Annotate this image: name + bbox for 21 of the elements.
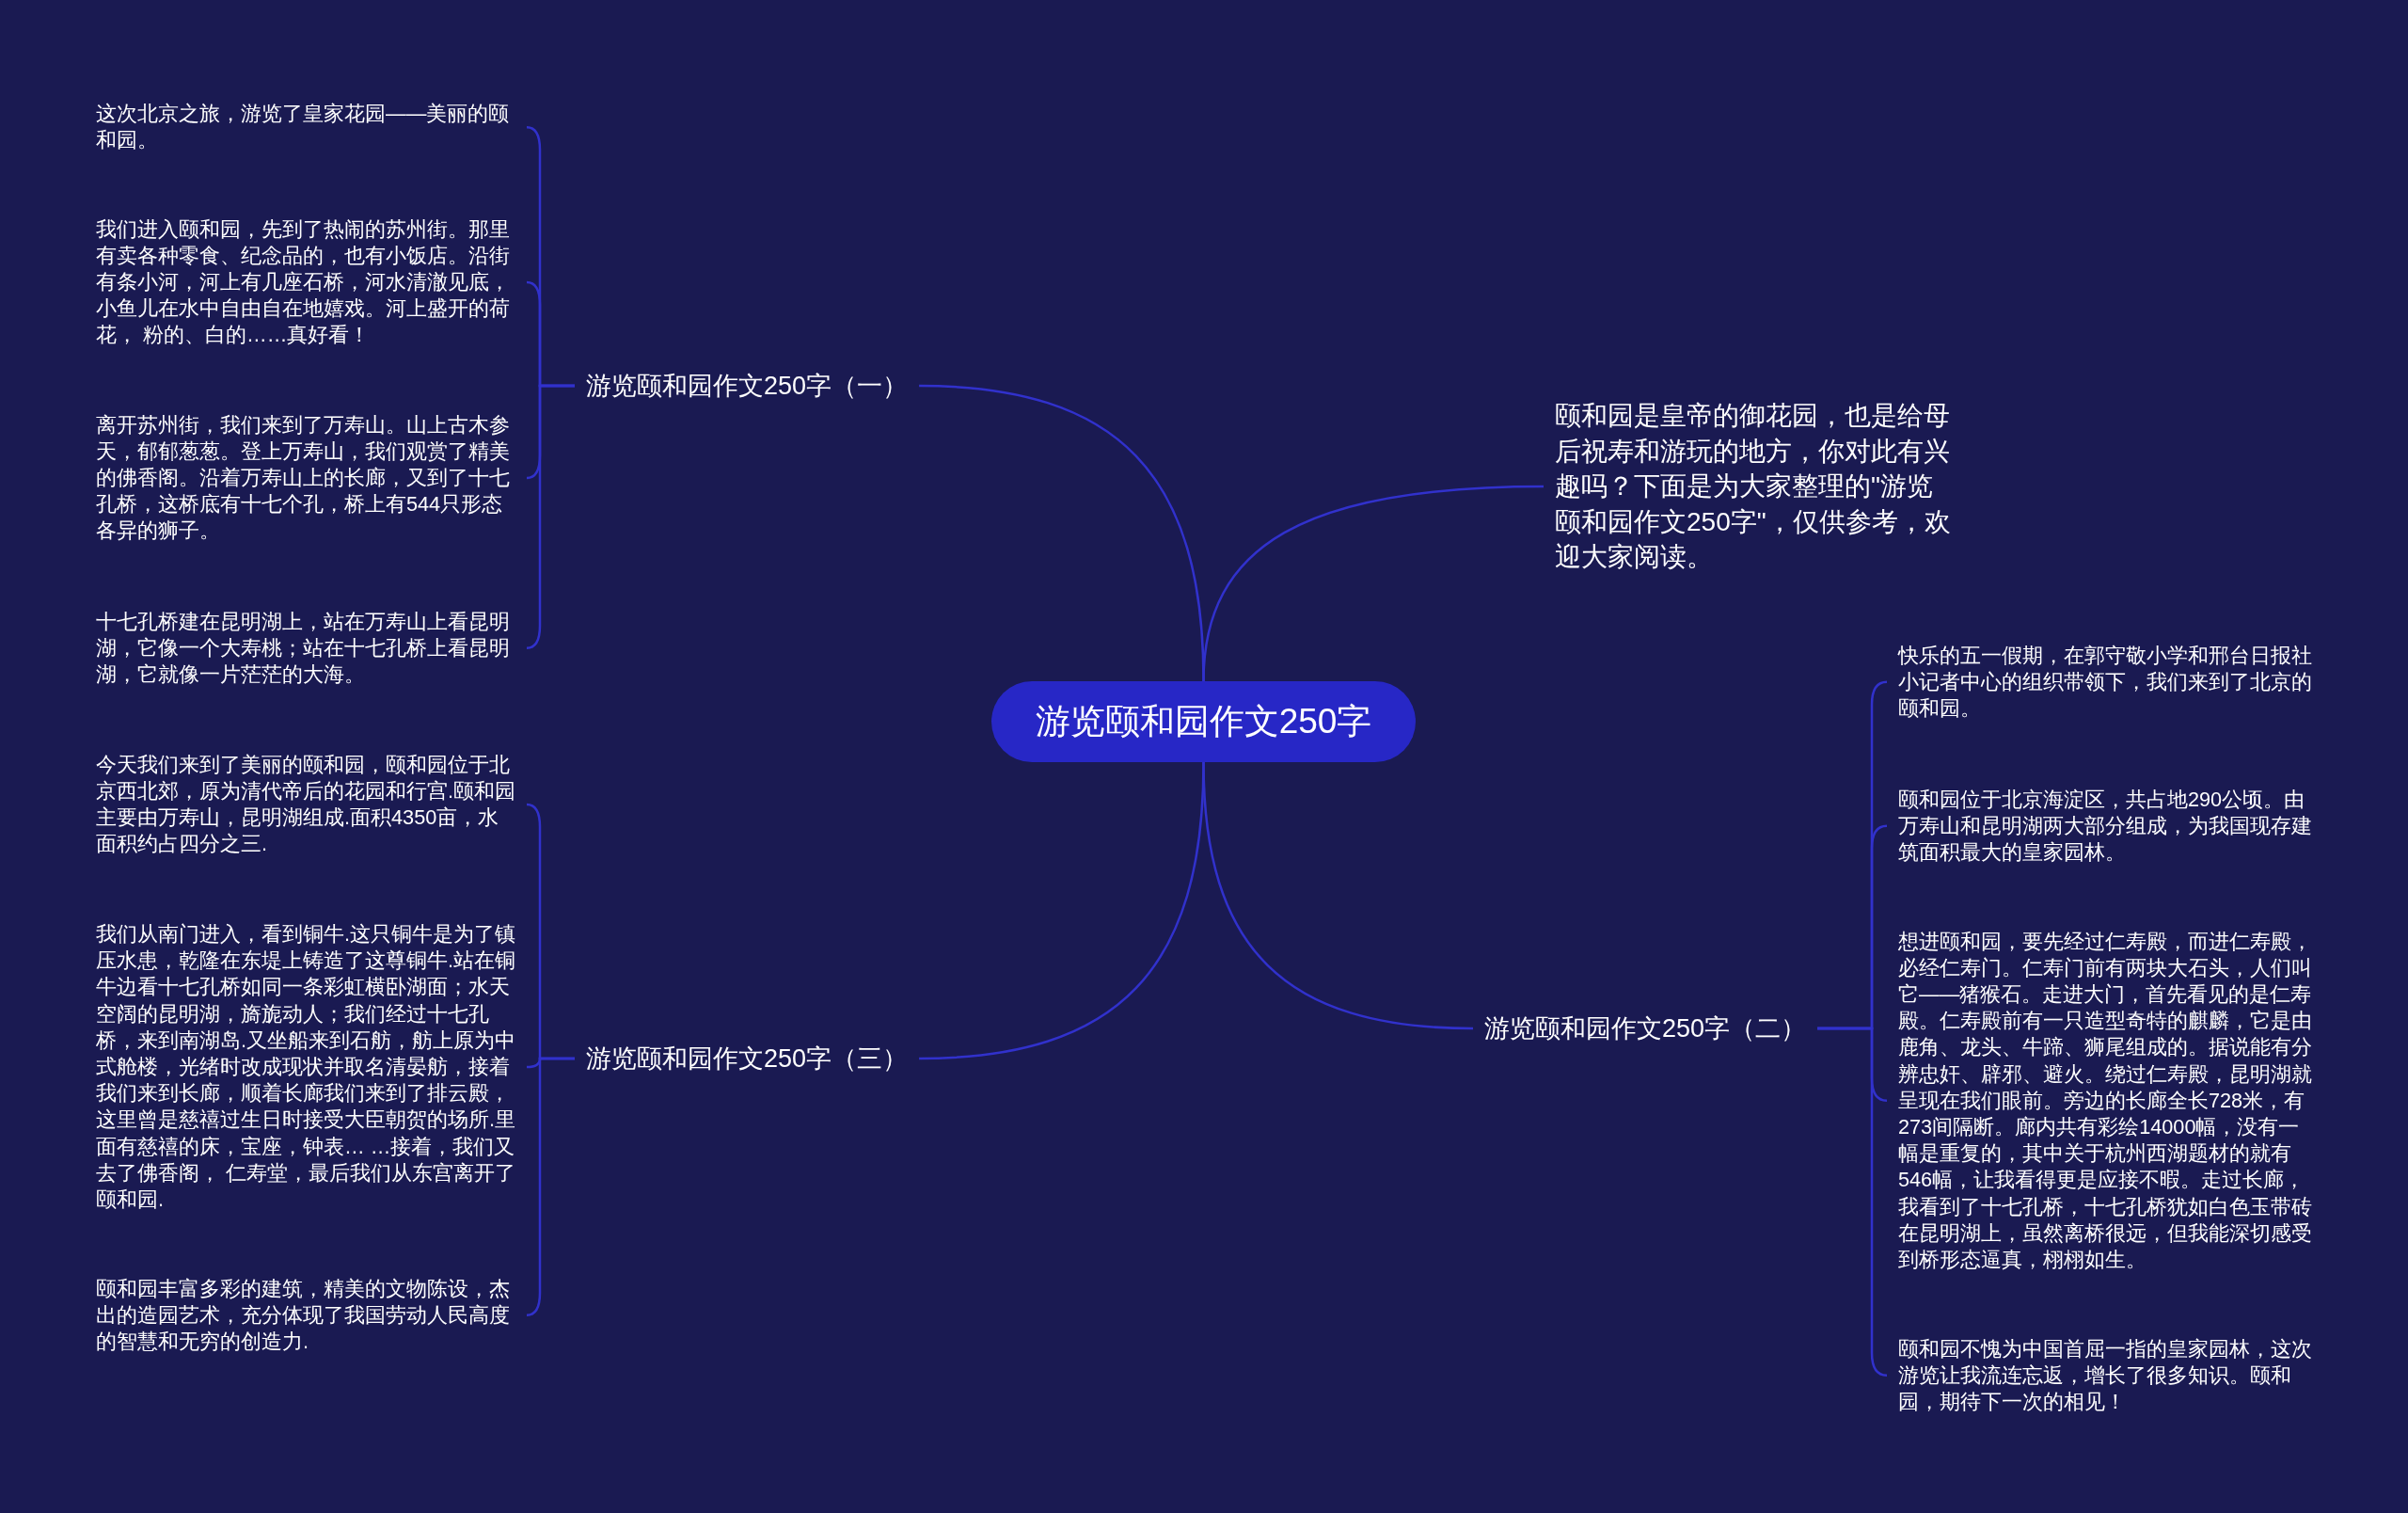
paragraph-text: 想进颐和园，要先经过仁寿殿，而进仁寿殿，必经仁寿门。仁寿门前有两块大石头，人们叫它——猪猴石。走进大门，首先看见的是仁寿殿。仁寿殿前有一只造型奇特的麒麟，它是由鹿角、龙头、牛蹄、狮尾组成的。据说能有分辨忠奸、辟邪、避火。绕过仁寿殿，昆明湖就呈现在我们眼前。旁边的长廊全长728米，有273间隔断。廊内共有彩绘14000幅，没有一幅是重复的，其中关于杭州西湖题材的就有546幅，让我看得更是应接不暇。走过长廊，我看到了十七孔桥，十七孔桥犹如白色玉带砖在昆明湖上，虽然离桥很远，但我能深切感受到桥形态逼真，栩栩如生。 (1887, 928, 2329, 1274)
connector-line (1817, 1027, 1888, 1378)
paragraph-text: 这次北京之旅，游览了皇家花园——美丽的颐和园。 (85, 101, 527, 154)
connector-line (526, 384, 575, 650)
paragraph-text: 离开苏州街，我们来到了万寿山。山上古木参天，郁郁葱葱。登上万寿山，我们观赏了精美的佛香阁。沿着万寿山上的长廊，又到了十七孔桥，这桥底有十七个孔，桥上有544只形态各异的狮子。 (85, 411, 527, 545)
connector-line (526, 1057, 575, 1317)
paragraph-text: 快乐的五一假期，在郭守敬小学和邢台日报社小记者中心的组织带领下，我们来到了北京的颐和园。 (1887, 642, 2329, 723)
paragraph-text: 今天我们来到了美丽的颐和园，颐和园位于北京西北郊，原为清代帝后的花园和行宫.颐和园主要由万寿山，昆明湖组成.面积4350亩，水面积约占四分之三. (85, 751, 527, 858)
paragraph-text: 颐和园不愧为中国首屈一指的皇家园林，这次游览让我流连忘返，增长了很多知识。颐和园，期待下一次的相见！ (1887, 1335, 2329, 1416)
paragraph-text: 我们进入颐和园，先到了热闹的苏州街。那里有卖各种零食、纪念品的，也有小饭店。沿街有条小河，河上有几座石桥，河水清澈见底，小鱼儿在水中自由自在地嬉戏。河上盛开的荷花， 粉的、白的……真好看！ (85, 215, 527, 349)
connector-line (1202, 485, 1545, 682)
paragraph-text: 我们从南门进入，看到铜牛.这只铜牛是为了镇压水患，乾隆在东堤上铸造了这尊铜牛.站在铜牛边看十七孔桥如同一条彩虹横卧湖面；水天空阔的昆明湖，旖旎动人；我们经过十七孔桥，来到南湖岛.又坐船来到石舫，舫上原为中式舱楼，光绪时改成现状并取名清晏舫，接着我们来到长廊，顺着长廊我们来到了排云殿，这里曾是慈禧过生日时接受大臣朝贺的场所.里面有慈禧的床，宝座，钟表… …接着，我们又去了佛香阁， 仁寿堂，最后我们从东宫离开了颐和园. (85, 921, 527, 1214)
intro-paragraph: 颐和园是皇帝的御花园，也是给母后祝寿和游玩的地方，你对此有兴趣吗？下面是为大家整理的"游览颐和园作文250字"，仅供参考，欢迎大家阅读。 (1544, 398, 1961, 575)
paragraph-text: 颐和园位于北京海淀区，共占地290公顷。由万寿山和昆明湖两大部分组成，为我国现存建筑面积最大的皇家园林。 (1887, 786, 2329, 867)
paragraph-text: 十七孔桥建在昆明湖上，站在万寿山上看昆明湖，它像一个大寿桃；站在十七孔桥上看昆明湖，它就像一片茫茫的大海。 (85, 608, 527, 689)
subtopic-label: 游览颐和园作文250字（三） (575, 1042, 920, 1075)
paragraph-text: 颐和园丰富多彩的建筑，精美的文物陈设，杰出的造园艺术，充分体现了我国劳动人民高度的智慧和无穷的创造力. (85, 1275, 527, 1356)
subtopic-label: 游览颐和园作文250字（二） (1473, 1011, 1818, 1045)
topic-pill: 游览颐和园作文250字 (991, 681, 1416, 762)
connector-line (919, 761, 1205, 1060)
subtopic-label: 游览颐和园作文250字（一） (575, 369, 920, 403)
